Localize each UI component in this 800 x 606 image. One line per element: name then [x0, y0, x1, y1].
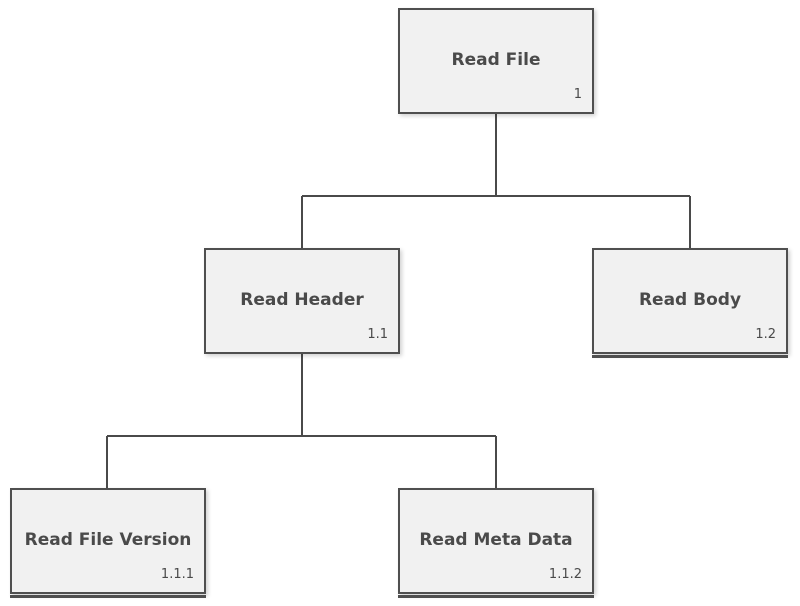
node-read-meta-data[interactable]: Read Meta Data 1.1.2: [398, 488, 594, 598]
node-id: 1.1.2: [548, 567, 582, 582]
node-read-file-version[interactable]: Read File Version 1.1.1: [10, 488, 206, 598]
node-title: Read File Version: [24, 530, 192, 550]
node-id: 1.1.1: [160, 567, 194, 582]
node-read-body[interactable]: Read Body 1.2: [592, 248, 788, 358]
node-id: 1.2: [755, 327, 776, 342]
node-title: Read Meta Data: [419, 530, 573, 550]
node-title: Read Body: [638, 290, 742, 310]
node-read-file[interactable]: Read File 1: [398, 8, 594, 114]
node-id: 1.1: [367, 327, 388, 342]
node-title: Read File: [451, 50, 541, 70]
node-read-header[interactable]: Read Header 1.1: [204, 248, 400, 354]
node-title: Read Header: [240, 290, 364, 310]
node-id: 1: [573, 87, 582, 102]
